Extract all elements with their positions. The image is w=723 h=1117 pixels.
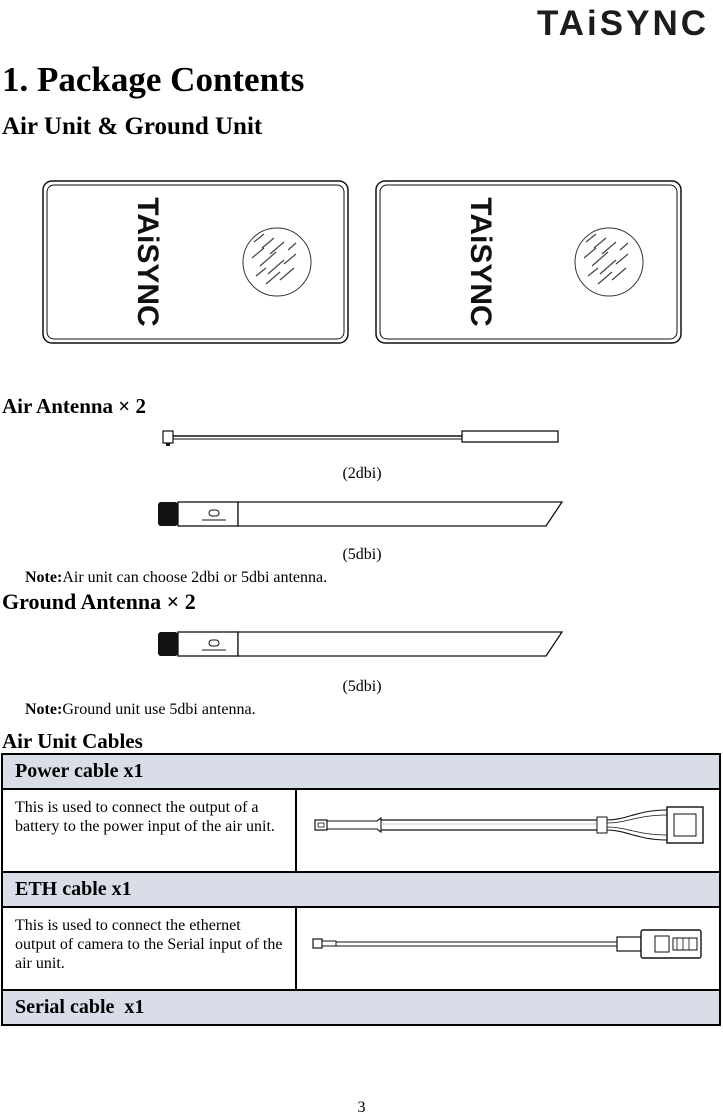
air-unit-image: TAiSYNC [42,180,349,344]
power-cable-title: Power cable x1 [1,753,721,790]
table-row: This is used to connect the output of a … [1,788,721,873]
ground-unit-logo: TAiSYNC [464,197,497,326]
power-cable-image [314,806,704,844]
ground-antenna-5dbi-image [158,631,564,657]
serial-cable-title: Serial cable x1 [1,989,721,1026]
air-unit-cables-heading: Air Unit Cables [2,729,143,753]
air-unit-logo: TAiSYNC [131,197,164,326]
air-antenna-heading: Air Antenna × 2 [2,394,147,418]
air-antenna-5dbi-caption: (5dbi) [342,546,382,563]
ground-unit-image: TAiSYNC [375,180,682,344]
eth-cable-image [312,929,702,959]
eth-cable-description: This is used to connect the ethernet out… [1,906,297,991]
ground-antenna-5dbi-caption: (5dbi) [342,678,382,695]
antenna-2dbi-caption: (2dbi) [342,465,382,482]
air-ground-unit-heading: Air Unit & Ground Unit [2,113,263,140]
power-cable-description: This is used to connect the output of a … [1,788,297,873]
ground-antenna-note-label: Note: [25,701,63,718]
ground-antenna-note-text: Ground unit use 5dbi antenna. [62,701,256,718]
air-antenna-5dbi-image [158,501,564,527]
section-title: 1. Package Contents [2,60,305,99]
table-row: Serial cable x1 [1,989,721,1026]
eth-cable-title: ETH cable x1 [1,871,721,908]
power-cable-image-cell [295,788,721,873]
air-antenna-note: Note:Air unit can choose 2dbi or 5dbi an… [25,569,327,587]
air-and-ground-unit-illustration: TAiSYNC TAiSYNC [42,180,682,344]
eth-cable-image-cell [295,906,721,991]
table-row: ETH cable x1 [1,871,721,908]
air-unit-cables-table: Power cable x1 This is used to connect t… [1,753,721,1026]
antenna-2dbi-image [162,430,559,446]
air-antenna-note-label: Note: [25,569,63,586]
table-row: This is used to connect the ethernet out… [1,906,721,991]
ground-antenna-heading: Ground Antenna × 2 [2,589,196,614]
brand-logo: TAiSYNC [536,4,709,43]
table-row: Power cable x1 [1,753,721,790]
air-antenna-note-text: Air unit can choose 2dbi or 5dbi antenna… [62,569,328,586]
page-number: 3 [357,1099,366,1116]
ground-antenna-note: Note:Ground unit use 5dbi antenna. [25,701,256,719]
